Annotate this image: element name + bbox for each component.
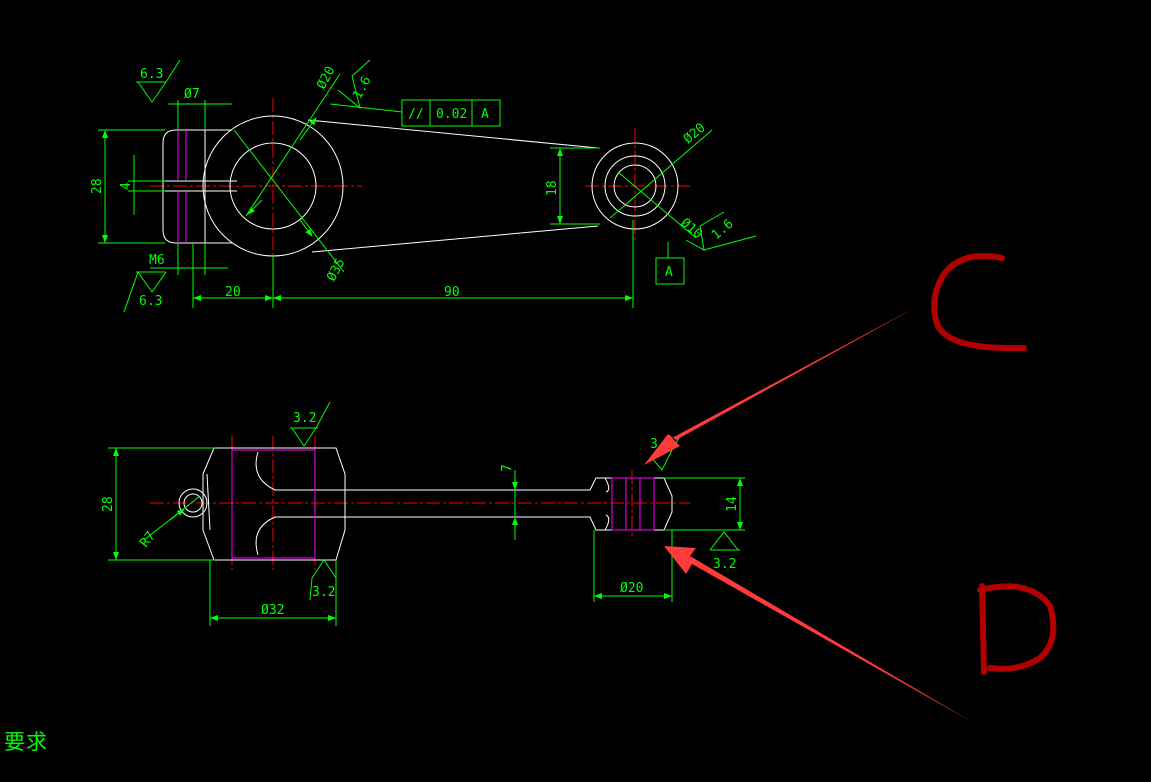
top-view-outline xyxy=(162,115,679,257)
handwritten-c xyxy=(931,253,1027,352)
rod-and-small-end xyxy=(275,477,673,531)
bore-circle-d20 xyxy=(229,142,317,230)
front-view-outline xyxy=(178,447,673,561)
dim-28-top: 28 xyxy=(90,178,105,194)
dim-4-slot: 4 xyxy=(119,182,134,190)
dim-d7: Ø7 xyxy=(184,87,200,102)
dim-d10: Ø10 xyxy=(677,216,705,243)
top-view: 6.3 Ø7 Ø20 1.6 // 0.02 A 28 4 M6 6.3 Ø35… xyxy=(90,59,757,313)
dim-18: 18 xyxy=(545,180,560,196)
fillet-upper xyxy=(255,451,276,491)
roughness-3-2-top: 3.2 xyxy=(293,411,316,426)
dim-d35: Ø35 xyxy=(324,256,348,284)
small-end-mid-circle xyxy=(604,155,666,217)
front-view-arrows xyxy=(113,448,743,621)
tolerance-symbol: // xyxy=(408,107,424,122)
front-view-dimension-lines xyxy=(108,401,745,626)
small-end-bore-circle xyxy=(613,164,657,208)
handwritten-d xyxy=(977,583,1057,675)
arm-lower-edge xyxy=(311,225,599,253)
roughness-6-3-top: 6.3 xyxy=(140,67,163,82)
fillet-lower xyxy=(255,516,276,556)
front-view-centerlines xyxy=(150,436,690,570)
small-fillet-upper xyxy=(604,477,610,493)
top-view-hidden-lines xyxy=(177,130,187,243)
dim-28-front: 28 xyxy=(101,496,116,512)
front-view-hidden-lines xyxy=(231,449,655,559)
dim-m6: M6 xyxy=(149,253,165,268)
pin-hole-inner xyxy=(183,493,203,513)
roughness-3-2-right-bottom: 3.2 xyxy=(713,557,736,572)
arm-upper-edge xyxy=(307,119,599,149)
top-view-centerlines xyxy=(150,98,690,300)
dim-d32: Ø32 xyxy=(261,603,284,618)
markup-annotations xyxy=(644,253,1057,722)
dim-length-90: 90 xyxy=(444,285,460,300)
top-view-labels: 6.3 Ø7 Ø20 1.6 // 0.02 A 28 4 M6 6.3 Ø35… xyxy=(90,64,737,309)
big-end-body xyxy=(202,447,346,561)
arrow-to-c-surface xyxy=(644,306,918,465)
pin-hole-outer xyxy=(178,488,208,518)
small-fillet-lower xyxy=(604,514,610,531)
datum-a-label: A xyxy=(665,265,673,280)
front-view: 3.2 28 R7 7 3.2 Ø32 3.2 14 3.2 Ø20 xyxy=(101,401,745,626)
dim-length-20: 20 xyxy=(225,285,241,300)
dim-7-rod: 7 xyxy=(500,464,515,472)
front-view-labels: 3.2 28 R7 7 3.2 Ø32 3.2 14 3.2 Ø20 xyxy=(101,411,740,618)
dim-d20-top: Ø20 xyxy=(314,64,338,92)
dim-d20-front: Ø20 xyxy=(620,581,643,596)
top-view-dimension-lines xyxy=(98,59,757,313)
clamp-lug xyxy=(162,129,232,244)
roughness-3-2-bottom: 3.2 xyxy=(312,585,335,600)
dim-d20-right: Ø20 xyxy=(681,120,709,147)
lug-edge xyxy=(206,473,211,531)
roughness-1-6-right: 1.6 xyxy=(709,216,737,243)
small-end-outer-circle xyxy=(591,142,679,230)
dim-r7: R7 xyxy=(137,529,158,551)
requirements-note: 要求 xyxy=(4,730,48,754)
dim-14: 14 xyxy=(725,496,740,512)
top-view-arrows xyxy=(102,117,633,301)
tolerance-value: 0.02 xyxy=(436,107,467,122)
tolerance-datum: A xyxy=(481,107,489,122)
roughness-1-6-top: 1.6 xyxy=(350,74,374,102)
arrow-to-d-surface xyxy=(664,546,972,722)
roughness-6-3-bottom: 6.3 xyxy=(139,294,162,309)
